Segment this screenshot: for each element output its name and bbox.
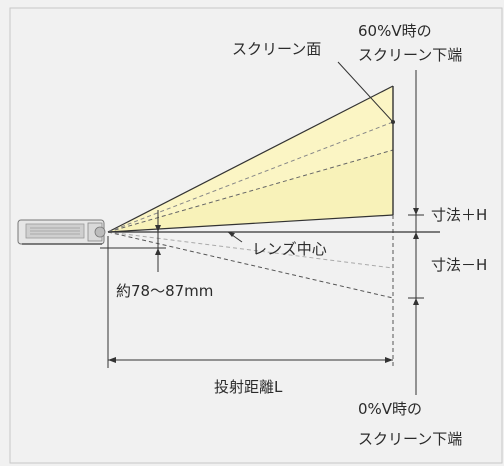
beam-top-edge xyxy=(107,85,394,233)
arrow-plus-bottom xyxy=(413,232,419,239)
top-screen-edge-line1: 60%V時の xyxy=(358,22,432,40)
arrow-minus-bottom xyxy=(413,298,419,305)
beam-mid-dashed xyxy=(107,149,394,233)
beam-bottom-edge xyxy=(107,214,394,233)
lens-center-arrow xyxy=(228,232,235,237)
beam-upper-dashed xyxy=(107,121,394,233)
top-screen-edge-line2: スクリーン下端 xyxy=(358,46,463,64)
throw-arrow-right xyxy=(385,357,393,363)
throw-distance-label: 投射距離L xyxy=(214,378,283,396)
throw-arrow-left xyxy=(108,357,116,363)
offset-mm-label: 約78～87mm xyxy=(116,282,214,300)
beam-lower-faint-dashed xyxy=(107,231,394,269)
offset-arrow-bottom xyxy=(155,248,161,255)
lens-center-label: レンズ中心 xyxy=(252,240,327,258)
screen-surface-label: スクリーン面 xyxy=(232,40,322,58)
dim-minus-h-label: 寸法－H xyxy=(431,256,488,274)
bottom-screen-edge-line2: スクリーン下端 xyxy=(358,430,463,448)
bottom-screen-edge-line1: 0%V時の xyxy=(358,400,423,418)
projector-icon xyxy=(17,219,106,245)
screen-surface-dot xyxy=(391,120,395,124)
offset-arrow-top xyxy=(155,225,161,232)
arrow-plus-top xyxy=(413,208,419,215)
dim-plus-h-label: 寸法＋H xyxy=(431,206,488,224)
screen-surface-leader xyxy=(337,61,394,123)
